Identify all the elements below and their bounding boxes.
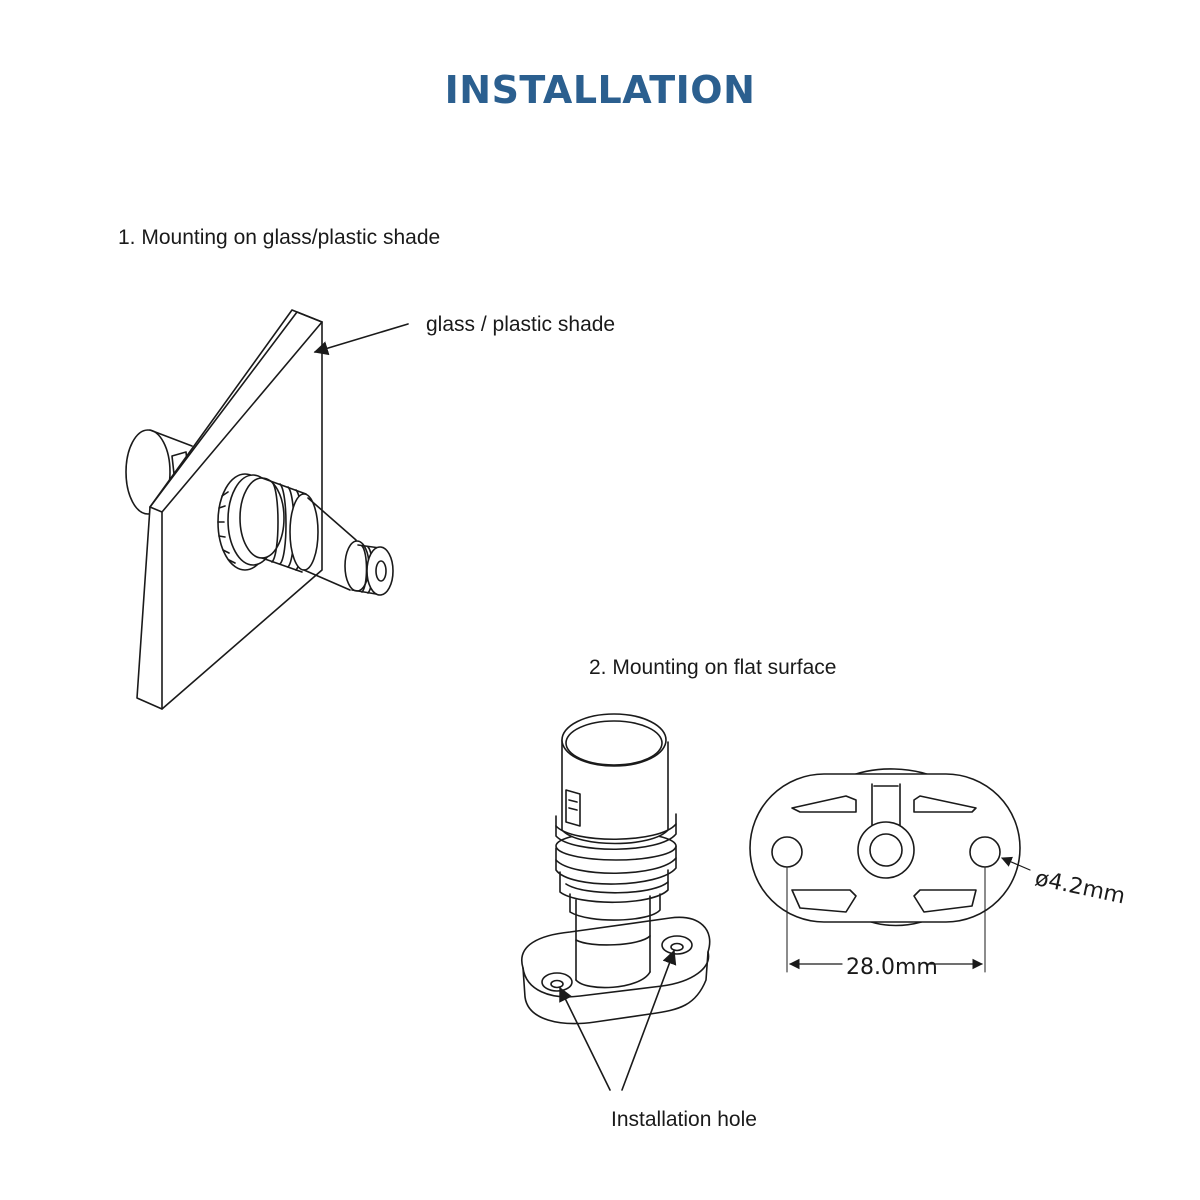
page-title: INSTALLATION bbox=[444, 68, 756, 112]
diameter-leader-arrow bbox=[1001, 856, 1030, 870]
hole-callout-arrow-right bbox=[622, 949, 677, 1090]
hole-callout-arrow-left bbox=[560, 986, 610, 1090]
upper-housing bbox=[556, 714, 676, 849]
slot-lower-left bbox=[792, 890, 856, 912]
center-hole bbox=[870, 834, 902, 866]
threaded-tip bbox=[352, 545, 393, 595]
spacing-dimension-label: 28.0mm bbox=[846, 955, 938, 980]
slot-upper-right bbox=[914, 796, 976, 812]
mounting-plate-drawing bbox=[750, 769, 1030, 972]
side-hole-left bbox=[772, 837, 802, 867]
side-hole-right bbox=[970, 837, 1000, 867]
section-2-heading: 2. Mounting on flat surface bbox=[589, 656, 837, 679]
slot-upper-left bbox=[792, 796, 856, 812]
cylinder-body bbox=[304, 498, 369, 591]
lower-stem bbox=[576, 896, 650, 988]
hex-nut bbox=[218, 474, 284, 570]
keyhole-slot bbox=[872, 784, 900, 826]
flat-mount-sensor-illustration bbox=[522, 714, 710, 1090]
section-1-heading: 1. Mounting on glass/plastic shade bbox=[118, 226, 441, 249]
installation-hole-callout: Installation hole bbox=[611, 1108, 757, 1131]
center-boss bbox=[858, 822, 914, 878]
mounted-sensor-illustration bbox=[126, 310, 408, 709]
slot-lower-right bbox=[914, 890, 976, 912]
base-flange bbox=[522, 917, 710, 1023]
glass-shade-callout: glass / plastic shade bbox=[426, 313, 616, 336]
glass-callout-arrow bbox=[313, 324, 408, 356]
